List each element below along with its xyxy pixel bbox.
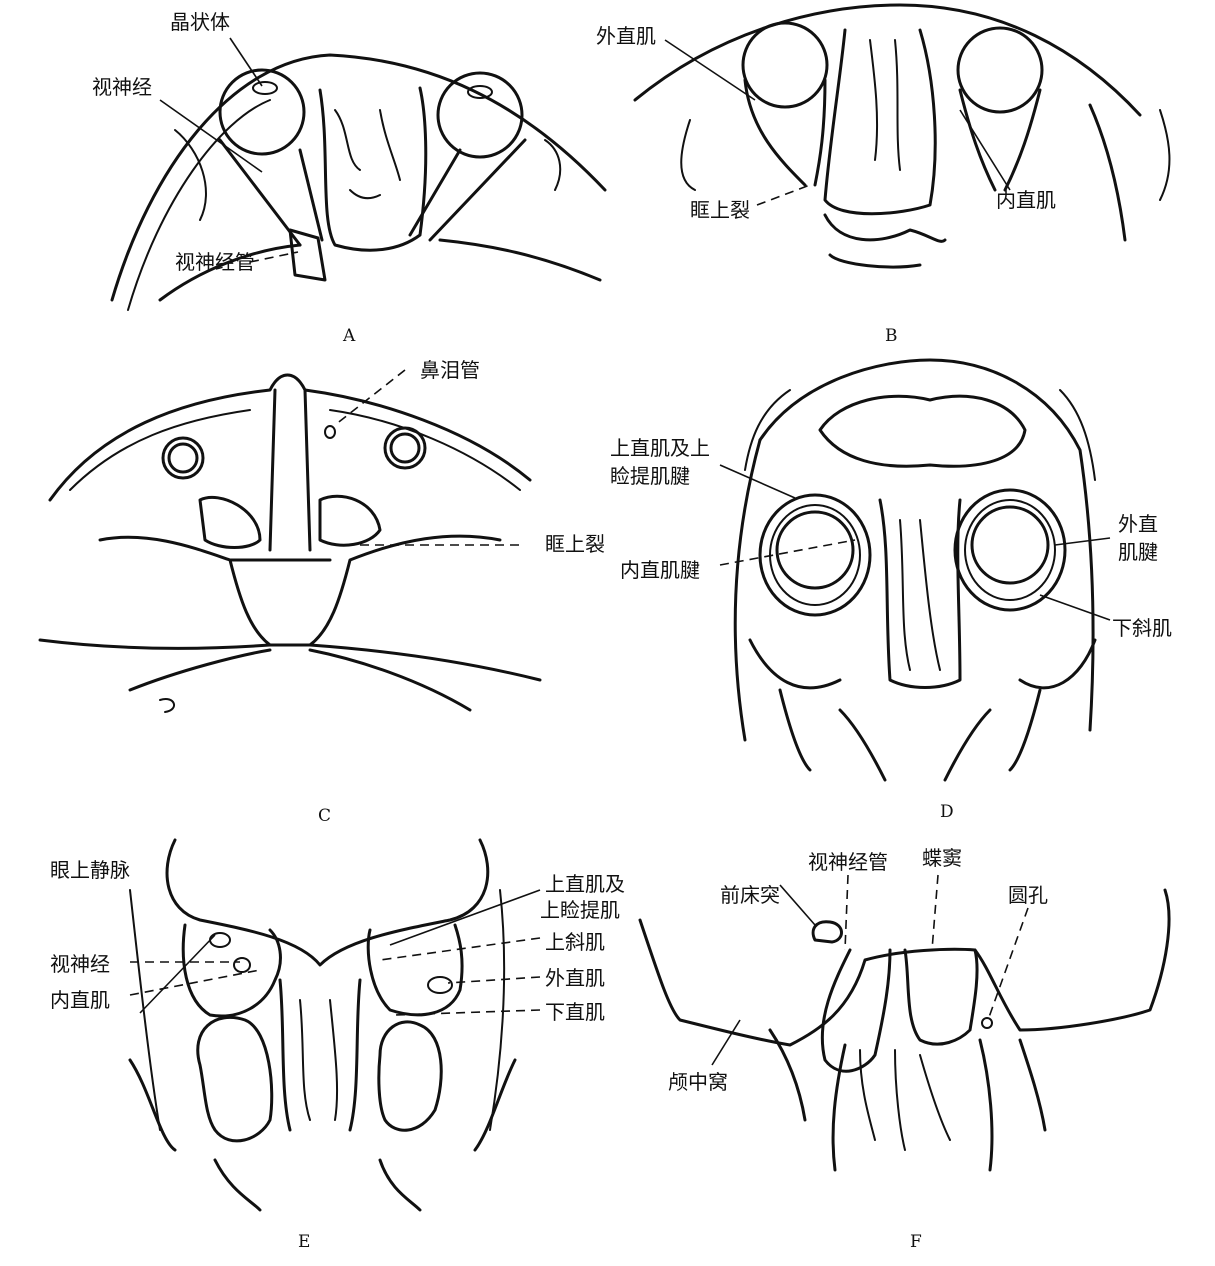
panel-e: 眼上静脉 视神经 内直肌 上直肌及 上睑提肌 上斜肌 外直肌 下直肌 E bbox=[0, 830, 625, 1266]
panel-b-drawing bbox=[633, 3, 1171, 269]
label-sphenoid-sinus: 蝶窦 bbox=[922, 846, 962, 870]
label-lens: 晶状体 bbox=[170, 10, 230, 34]
caption-b: B bbox=[885, 326, 898, 346]
label-medial-rectus: 内直肌 bbox=[996, 188, 1056, 212]
label-superior-oblique: 上斜肌 bbox=[545, 930, 605, 954]
panel-b: 外直肌 眶上裂 内直肌 B bbox=[596, 0, 1215, 350]
panel-a: 晶状体 视神经 视神经管 A bbox=[0, 0, 607, 350]
panel-d: 上直肌及上 睑提肌腱 内直肌腱 外直 肌腱 下斜肌 D bbox=[600, 350, 1215, 830]
label-lateral-rectus: 外直肌 bbox=[596, 24, 656, 48]
label-superior-rectus-levator-e-2: 上睑提肌 bbox=[540, 898, 620, 922]
label-lateral-rectus-e: 外直肌 bbox=[545, 966, 605, 990]
label-superior-rectus-levator-e-1: 上直肌及 bbox=[545, 872, 625, 896]
label-optic-nerve-e: 视神经 bbox=[50, 952, 110, 976]
label-inferior-oblique: 下斜肌 bbox=[1112, 616, 1172, 640]
label-foramen-rotundum: 圆孔 bbox=[1008, 883, 1048, 907]
label-superior-rectus-levator-2: 睑提肌腱 bbox=[610, 464, 690, 488]
panel-a-drawing bbox=[110, 37, 607, 311]
label-optic-nerve: 视神经 bbox=[92, 75, 152, 99]
label-inferior-rectus: 下直肌 bbox=[545, 1000, 605, 1024]
label-middle-cranial-fossa: 颅中窝 bbox=[668, 1070, 728, 1094]
label-superior-ophthalmic-vein: 眼上静脉 bbox=[50, 858, 130, 882]
label-superior-rectus-levator-1: 上直肌及上 bbox=[610, 436, 710, 460]
caption-c: C bbox=[318, 806, 332, 826]
label-superior-orbital-fissure: 眶上裂 bbox=[690, 198, 750, 222]
panel-f: 视神经管 蝶窦 前床突 圆孔 颅中窝 F bbox=[620, 830, 1215, 1266]
label-lateral-rectus-tendon-1: 外直 bbox=[1118, 512, 1158, 536]
label-lateral-rectus-tendon-2: 肌腱 bbox=[1118, 540, 1158, 564]
panel-c: 鼻泪管 眶上裂 C bbox=[0, 350, 605, 830]
caption-e: E bbox=[298, 1232, 311, 1252]
panel-e-drawing bbox=[128, 838, 541, 1212]
label-medial-rectus-tendon: 内直肌腱 bbox=[620, 558, 700, 582]
panel-d-drawing bbox=[719, 358, 1111, 782]
caption-f: F bbox=[910, 1232, 922, 1252]
label-nasolacrimal-duct: 鼻泪管 bbox=[420, 358, 480, 382]
label-medial-rectus-e: 内直肌 bbox=[50, 988, 110, 1012]
label-superior-orbital-fissure-c: 眶上裂 bbox=[545, 532, 605, 556]
caption-d: D bbox=[940, 802, 954, 822]
label-optic-canal: 视神经管 bbox=[175, 250, 255, 274]
label-optic-canal-f: 视神经管 bbox=[808, 850, 888, 874]
label-anterior-clinoid: 前床突 bbox=[720, 883, 780, 907]
panel-f-drawing bbox=[638, 874, 1171, 1172]
panel-c-drawing bbox=[38, 369, 542, 713]
caption-a: A bbox=[343, 326, 356, 346]
